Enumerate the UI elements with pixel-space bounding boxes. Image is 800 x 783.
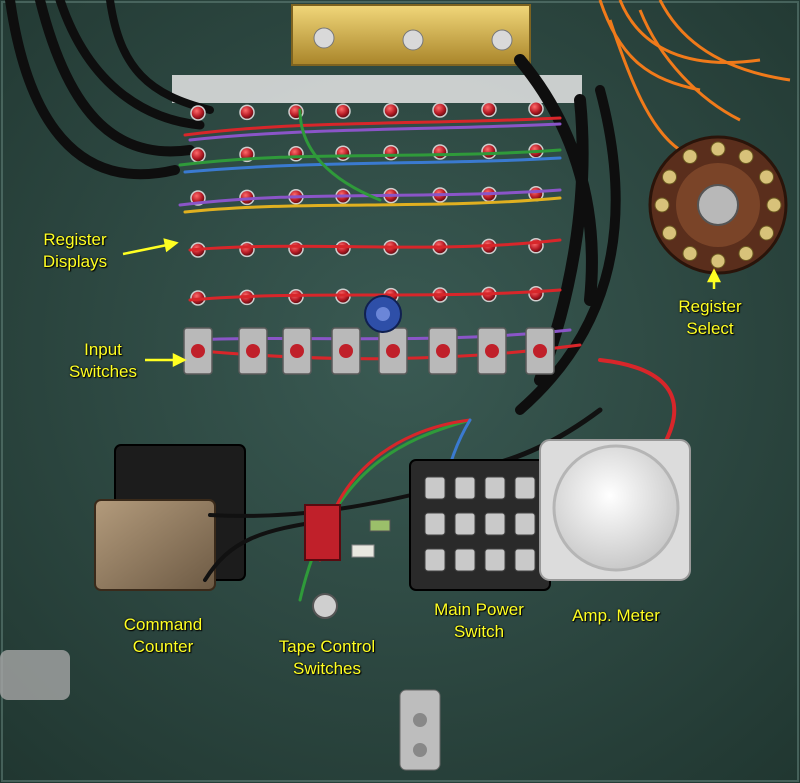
label-tape-control-switches: Tape Control Switches bbox=[262, 636, 392, 680]
led bbox=[383, 144, 399, 161]
led bbox=[190, 105, 206, 121]
rotary-lug bbox=[682, 245, 698, 261]
arrowhead-register-select bbox=[706, 268, 722, 283]
label-amp-meter-line1: Amp. Meter bbox=[572, 606, 660, 625]
label-register-select-line2: Select bbox=[686, 319, 734, 338]
bottom-bracket bbox=[0, 650, 441, 771]
input-switch-toggle bbox=[436, 344, 450, 358]
led bbox=[335, 240, 351, 256]
input-switch-toggle bbox=[191, 344, 205, 358]
label-main-power-switch: Main Power Switch bbox=[414, 599, 544, 643]
led bbox=[288, 146, 304, 162]
arrow-register-displays bbox=[122, 242, 173, 256]
rotary-lug bbox=[662, 225, 678, 241]
power-switch-lug bbox=[484, 548, 506, 572]
rotary-lug bbox=[738, 149, 754, 165]
label-register-displays-line1: Register bbox=[43, 230, 107, 249]
label-tape-control-switches-line1: Tape Control bbox=[278, 637, 376, 656]
register-display-leds bbox=[190, 101, 544, 306]
label-register-displays: Register Displays bbox=[30, 229, 120, 273]
white-mounting-strip bbox=[172, 75, 582, 103]
label-tape-control-switches-line2: Switches bbox=[292, 659, 362, 678]
command-counter bbox=[94, 444, 246, 591]
orange-wire-bundle bbox=[598, 0, 791, 152]
power-switch-lug bbox=[514, 512, 536, 536]
led bbox=[432, 102, 448, 118]
led bbox=[528, 101, 544, 117]
rotary-lug bbox=[710, 253, 726, 269]
label-command-counter: Command Counter bbox=[108, 614, 218, 658]
led bbox=[288, 241, 304, 257]
led bbox=[335, 145, 351, 161]
arrowhead-input-switches bbox=[172, 352, 187, 368]
power-switch-lug bbox=[514, 548, 536, 572]
label-register-select-line1: Register bbox=[678, 297, 742, 316]
rotary-lug bbox=[758, 225, 774, 241]
label-command-counter-line2: Counter bbox=[132, 637, 194, 656]
power-switch-lug bbox=[454, 476, 476, 500]
blue-capacitor bbox=[364, 295, 402, 333]
led bbox=[239, 104, 255, 121]
led bbox=[239, 241, 255, 258]
ribbon-wires bbox=[178, 108, 582, 361]
power-switch-lug bbox=[424, 476, 446, 500]
led bbox=[528, 286, 544, 302]
label-arrows bbox=[122, 238, 722, 368]
input-switch-toggle bbox=[339, 344, 353, 358]
label-input-switches-line1: Input bbox=[84, 340, 122, 359]
label-main-power-switch-line1: Main Power bbox=[434, 600, 524, 619]
power-switch-lug bbox=[514, 476, 536, 500]
led bbox=[190, 147, 206, 163]
label-input-switches: Input Switches bbox=[58, 339, 148, 383]
power-switch-lug bbox=[454, 548, 476, 572]
rotary-lug bbox=[766, 197, 782, 213]
black-cable-bundle bbox=[5, 0, 621, 415]
power-switch-lug bbox=[424, 548, 446, 572]
input-switch-toggle bbox=[290, 344, 304, 358]
rotary-lug bbox=[758, 169, 774, 185]
label-amp-meter: Amp. Meter bbox=[556, 605, 676, 627]
power-switch-lug bbox=[484, 476, 506, 500]
label-input-switches-line2: Switches bbox=[68, 362, 138, 381]
led bbox=[432, 144, 448, 160]
amp-meter bbox=[539, 439, 691, 581]
input-switch-toggle bbox=[246, 344, 260, 358]
brass-hinge bbox=[291, 4, 531, 66]
label-register-select: Register Select bbox=[660, 296, 760, 340]
rotary-lug bbox=[738, 245, 754, 261]
rotary-lug bbox=[682, 149, 698, 165]
power-switch-lug bbox=[454, 512, 476, 536]
power-switch-lug bbox=[424, 512, 446, 536]
label-command-counter-line1: Command bbox=[123, 615, 203, 634]
rotary-lug bbox=[710, 141, 726, 157]
register-select-rotary-switch bbox=[648, 135, 788, 275]
label-register-displays-line2: Displays bbox=[42, 252, 108, 271]
led bbox=[383, 102, 399, 119]
input-switch-toggle bbox=[386, 344, 400, 358]
rotary-lug bbox=[654, 197, 670, 213]
led bbox=[335, 103, 351, 119]
led bbox=[481, 143, 497, 160]
tape-control-switches bbox=[304, 504, 391, 619]
power-switch-lug bbox=[484, 512, 506, 536]
input-switch-row bbox=[183, 327, 555, 375]
led bbox=[481, 101, 497, 118]
label-main-power-switch-line2: Switch bbox=[453, 622, 505, 641]
input-switch-toggle bbox=[485, 344, 499, 358]
main-power-switch bbox=[409, 459, 551, 591]
input-switch-toggle bbox=[533, 344, 547, 358]
arrowhead-register-displays bbox=[163, 238, 179, 253]
rotary-lug bbox=[662, 169, 678, 185]
